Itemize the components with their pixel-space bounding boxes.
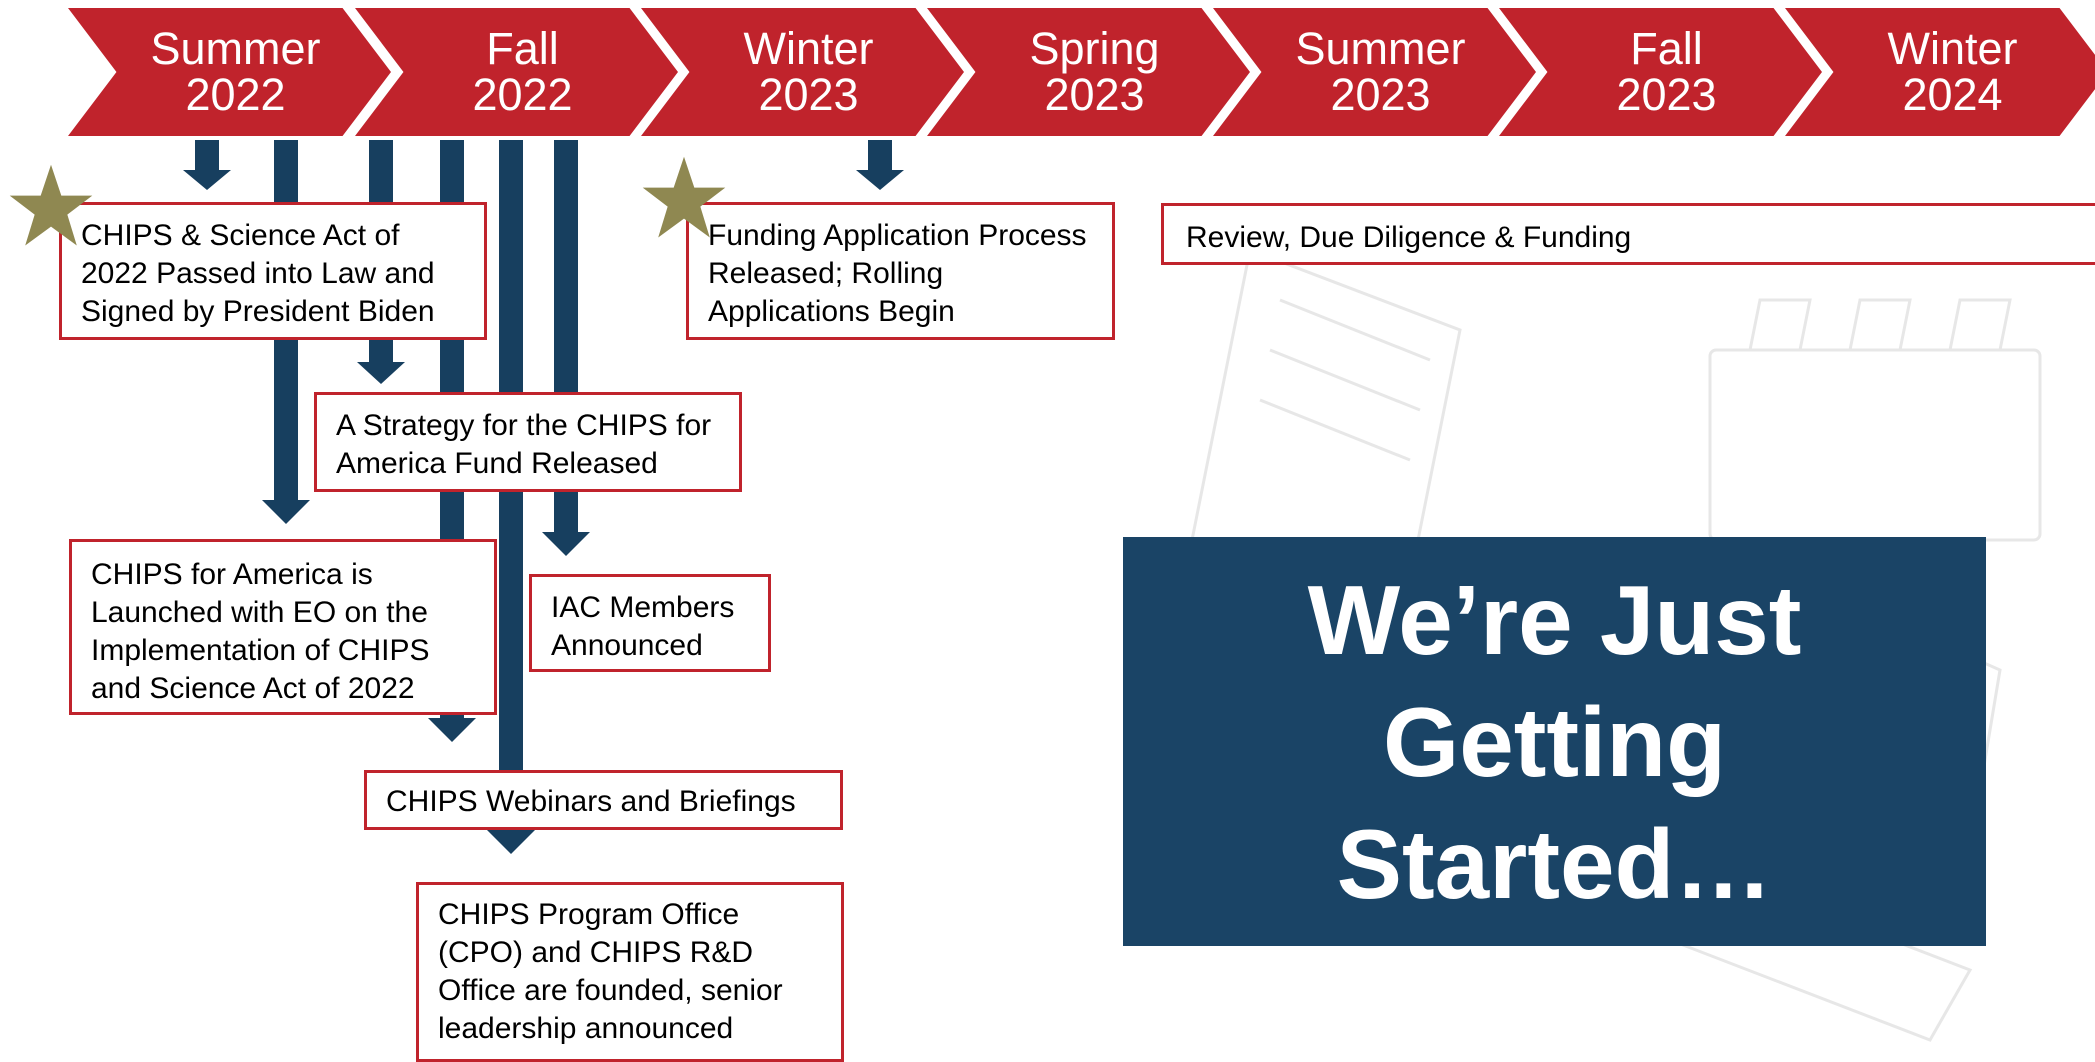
- milestone-text: IAC Members Announced: [551, 591, 735, 662]
- callout-box: We’re Just Getting Started…: [1123, 537, 1986, 946]
- milestone-text: CHIPS & Science Act of 2022 Passed into …: [81, 219, 435, 328]
- year-label: 2022: [472, 69, 573, 120]
- year-label: 2023: [1616, 69, 1717, 120]
- season-label: Fall: [486, 23, 559, 74]
- year-label: 2023: [758, 69, 859, 120]
- milestone-program-office: CHIPS Program Office (CPO) and CHIPS R&D…: [416, 882, 844, 1062]
- year-label: 2022: [185, 69, 286, 120]
- milestone-strategy: A Strategy for the CHIPS for America Fun…: [314, 392, 742, 492]
- season-label: Fall: [1630, 23, 1703, 74]
- year-label: 2024: [1902, 69, 2003, 120]
- milestone-text: Review, Due Diligence & Funding: [1186, 221, 1632, 254]
- milestone-text: Funding Application Process Released; Ro…: [708, 219, 1087, 328]
- milestone-review-due-diligence: Review, Due Diligence & Funding: [1161, 203, 2095, 265]
- season-label: Winter: [1887, 23, 2018, 74]
- season-label: Summer: [150, 23, 321, 74]
- season-label: Winter: [743, 23, 874, 74]
- milestone-text: CHIPS Program Office (CPO) and CHIPS R&D…: [438, 898, 783, 1045]
- milestone-chips-act: CHIPS & Science Act of 2022 Passed into …: [59, 202, 487, 340]
- year-label: 2023: [1044, 69, 1145, 120]
- callout-text: We’re Just Getting Started…: [1307, 564, 1802, 919]
- star-icon: [9, 164, 93, 246]
- milestone-text: CHIPS Webinars and Briefings: [386, 785, 796, 818]
- season-label: Summer: [1295, 23, 1466, 74]
- year-label: 2023: [1330, 69, 1431, 120]
- milestone-webinars: CHIPS Webinars and Briefings: [364, 770, 843, 830]
- milestone-launch-eo: CHIPS for America is Launched with EO on…: [69, 539, 497, 715]
- milestone-funding-application: Funding Application Process Released; Ro…: [686, 202, 1115, 340]
- milestone-iac: IAC Members Announced: [529, 574, 771, 672]
- star-icon: [642, 156, 726, 238]
- milestone-text: A Strategy for the CHIPS for America Fun…: [336, 409, 712, 480]
- season-label: Spring: [1029, 23, 1160, 74]
- milestone-text: CHIPS for America is Launched with EO on…: [91, 558, 430, 705]
